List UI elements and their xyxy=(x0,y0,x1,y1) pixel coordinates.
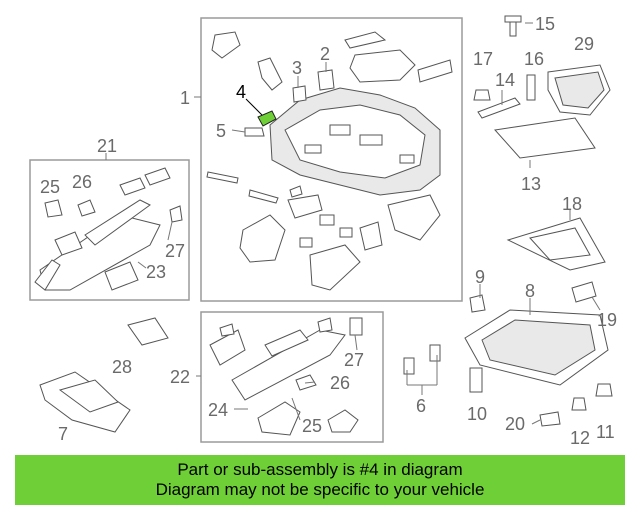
callout-21: 21 xyxy=(97,136,117,156)
leader-lines xyxy=(105,22,601,425)
callout-3: 3 xyxy=(292,58,302,78)
loose-rails xyxy=(39,317,169,433)
left-rail-parts xyxy=(34,167,183,291)
banner-line-2: Diagram may not be specific to your vehi… xyxy=(155,480,485,499)
callout-2: 2 xyxy=(320,44,330,64)
floor-pan-assembly xyxy=(206,31,453,291)
callout-9: 9 xyxy=(475,267,485,287)
callout-27-left: 27 xyxy=(165,241,185,261)
callout-27-rear: 27 xyxy=(344,350,364,370)
callout-22: 22 xyxy=(170,367,190,387)
callout-1: 1 xyxy=(180,88,190,108)
callout-26-rear: 26 xyxy=(330,373,350,393)
callout-23: 23 xyxy=(146,262,166,282)
callout-12: 12 xyxy=(570,428,590,448)
callout-26-left: 26 xyxy=(72,172,92,192)
callout-25-rear: 25 xyxy=(302,416,322,436)
part-info-banner: Part or sub-assembly is #4 in diagram Di… xyxy=(15,455,625,505)
main-assembly-frame xyxy=(200,17,463,302)
callout-17: 17 xyxy=(473,49,493,69)
callout-5: 5 xyxy=(216,121,226,141)
rear-rail-frame xyxy=(200,311,384,443)
left-rail-frame xyxy=(29,159,190,301)
callout-6: 6 xyxy=(416,396,426,416)
highlighted-part-4[interactable] xyxy=(257,110,277,127)
callout-25-left: 25 xyxy=(40,177,60,197)
callout-10: 10 xyxy=(467,404,487,424)
leader-4 xyxy=(245,98,263,116)
parts-diagram: 1 2 3 4 5 6 7 8 9 10 11 12 13 14 15 16 1… xyxy=(29,14,617,448)
callout-7: 7 xyxy=(58,424,68,444)
banner-line-1: Part or sub-assembly is #4 in diagram xyxy=(177,460,463,479)
callout-13: 13 xyxy=(521,174,541,194)
callout-14: 14 xyxy=(495,70,515,90)
callout-20: 20 xyxy=(505,414,525,434)
callout-8: 8 xyxy=(525,281,535,301)
callout-24: 24 xyxy=(208,400,228,420)
callout-4: 4 xyxy=(236,82,246,102)
callout-19: 19 xyxy=(597,310,617,330)
callout-29: 29 xyxy=(574,34,594,54)
callout-11: 11 xyxy=(596,422,615,442)
callout-28: 28 xyxy=(112,357,132,377)
callout-15: 15 xyxy=(535,14,555,34)
callout-16: 16 xyxy=(524,49,544,69)
rear-rail-parts xyxy=(209,317,363,436)
right-side-parts xyxy=(403,15,613,427)
callout-18: 18 xyxy=(562,194,582,214)
